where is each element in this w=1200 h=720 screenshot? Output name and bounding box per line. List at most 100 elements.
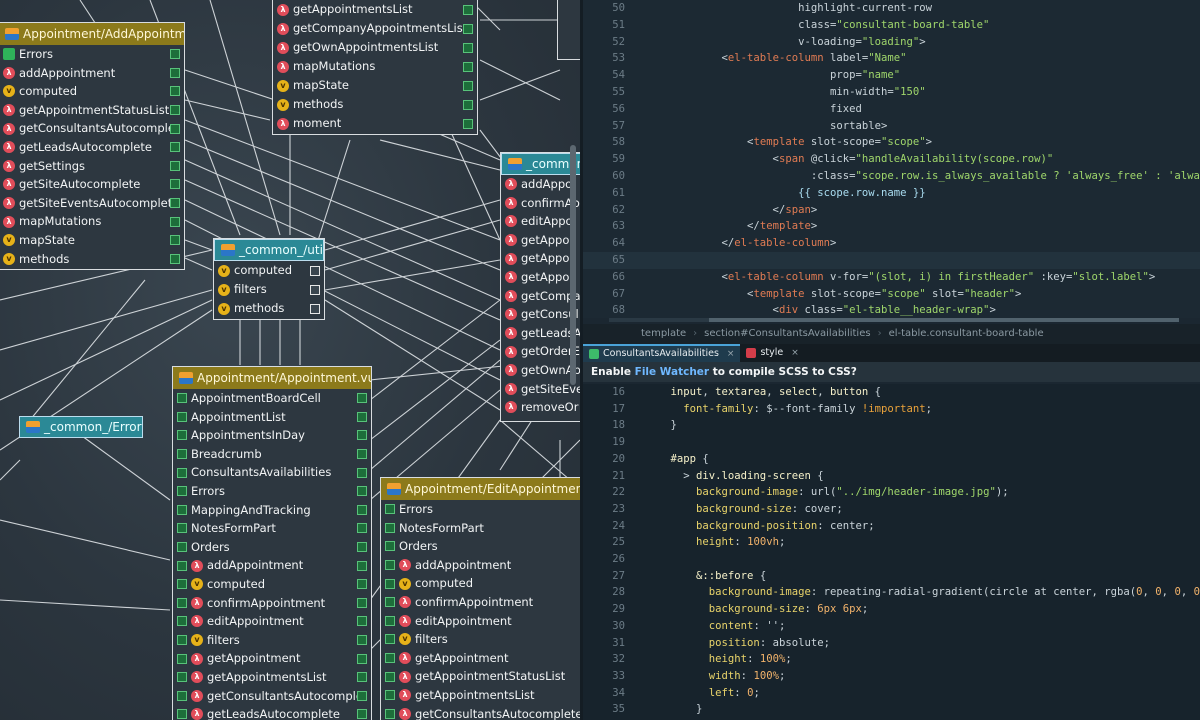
horizontal-scrollbar[interactable] xyxy=(609,318,1179,322)
code-line[interactable]: 28 background-image: repeating-radial-gr… xyxy=(583,584,1200,601)
code-text[interactable]: input, textarea, select, button { xyxy=(670,386,882,398)
code-line[interactable]: 58 <template slot-scope="scope"> xyxy=(583,134,1200,151)
code-text[interactable]: } xyxy=(645,703,703,716)
box-errors-js[interactable]: _common_/Errors.js xyxy=(19,416,143,438)
code-text[interactable]: > div.loading-screen { xyxy=(645,469,824,482)
code-line[interactable]: 62 </span> xyxy=(583,202,1200,219)
code-text[interactable]: #app { xyxy=(670,452,709,465)
diagram-member[interactable]: Errors xyxy=(381,500,580,519)
code-line[interactable]: 51 class="consultant-board-table" xyxy=(583,17,1200,34)
code-line[interactable]: 55 min-width="150" xyxy=(583,84,1200,101)
code-line[interactable]: 32 height: 100%; xyxy=(583,651,1200,668)
box-errors-header[interactable]: _common_/Errors.js xyxy=(19,416,143,438)
diagram-member[interactable]: NotesFormPart xyxy=(381,519,580,538)
tab-consultantsavailabilities[interactable]: ConsultantsAvailabilities× xyxy=(583,344,741,362)
code-line[interactable]: 34 left: 0; xyxy=(583,685,1200,702)
breadcrumb-item[interactable]: section#ConsultantsAvailabilities xyxy=(704,328,871,339)
code-text[interactable]: </span> xyxy=(645,203,818,216)
close-icon[interactable]: × xyxy=(726,349,735,359)
dependency-diagram[interactable]: Appointment/AddAppointment.vue Errorsλad… xyxy=(0,0,580,720)
code-text[interactable]: } xyxy=(645,419,677,432)
diagram-member[interactable]: Orders xyxy=(173,538,371,557)
diagram-member[interactable]: NotesFormPart xyxy=(173,519,371,538)
diagram-member[interactable]: AppointmentList xyxy=(173,408,371,427)
diagram-member[interactable]: Errors xyxy=(173,482,371,501)
code-text[interactable]: prop="name" xyxy=(645,69,901,82)
code-text[interactable]: <template slot-scope="scope"> xyxy=(645,136,933,149)
code-text[interactable]: width: 100%; xyxy=(708,669,786,682)
code-line[interactable]: 24 background-position: center; xyxy=(583,518,1200,535)
code-text[interactable]: v-loading="loading"> xyxy=(645,35,926,48)
code-line[interactable]: 21 > div.loading-screen { xyxy=(583,468,1200,485)
code-text[interactable]: content: ''; xyxy=(708,619,786,632)
scroll-thumb[interactable] xyxy=(709,318,1179,322)
code-line[interactable]: 33 width: 100%; xyxy=(583,668,1200,685)
code-line[interactable]: 20 #app { xyxy=(583,451,1200,468)
box-util-header[interactable]: _common_/util.js xyxy=(214,239,324,261)
box-common-right[interactable]: _common λaddAppoiλconfirmAppλeditAppoiλg… xyxy=(500,152,580,422)
editor-bottom-pane[interactable]: 16 input, textarea, select, button {17 f… xyxy=(583,384,1200,720)
code-line[interactable]: 59 <span @click="handleAvailability(scop… xyxy=(583,151,1200,168)
code-line[interactable]: 19 xyxy=(583,434,1200,451)
box-appointment-vue[interactable]: Appointment/Appointment.vue AppointmentB… xyxy=(172,366,372,720)
code-text[interactable]: background-size: 6px 6px; xyxy=(708,603,869,616)
code-line[interactable]: 29 background-size: 6px 6px; xyxy=(583,601,1200,618)
box-appointment-header[interactable]: Appointment/Appointment.vue xyxy=(173,367,371,389)
breadcrumb-item[interactable]: el-table.consultant-board-table xyxy=(888,328,1044,339)
file-watcher-link[interactable]: File Watcher xyxy=(634,366,710,378)
code-line[interactable]: 25 height: 100vh; xyxy=(583,534,1200,551)
code-line[interactable]: 67 <template slot-scope="scope" slot="he… xyxy=(583,286,1200,303)
code-line[interactable]: 26 xyxy=(583,551,1200,568)
tab-style[interactable]: style× xyxy=(740,344,804,362)
code-text[interactable]: </template> xyxy=(645,220,818,233)
code-line[interactable]: 56 fixed xyxy=(583,101,1200,118)
code-line[interactable]: 35 } xyxy=(583,701,1200,718)
code-text[interactable]: :class="scope.row.is_always_available ? … xyxy=(645,170,1200,182)
code-text[interactable]: background-size: cover; xyxy=(696,502,843,515)
code-line[interactable]: 23 background-size: cover; xyxy=(583,501,1200,518)
code-line[interactable]: 50 highlight-current-row xyxy=(583,0,1200,17)
diagram-member[interactable]: Breadcrumb xyxy=(173,445,371,464)
code-line[interactable]: 66 <el-table-column v-for="(slot, i) in … xyxy=(583,269,1200,286)
code-text[interactable]: min-width="150" xyxy=(645,86,926,98)
box-common-header[interactable]: _common xyxy=(501,153,580,175)
code-text[interactable]: <div class="el-table__header-wrap"> xyxy=(645,304,996,317)
